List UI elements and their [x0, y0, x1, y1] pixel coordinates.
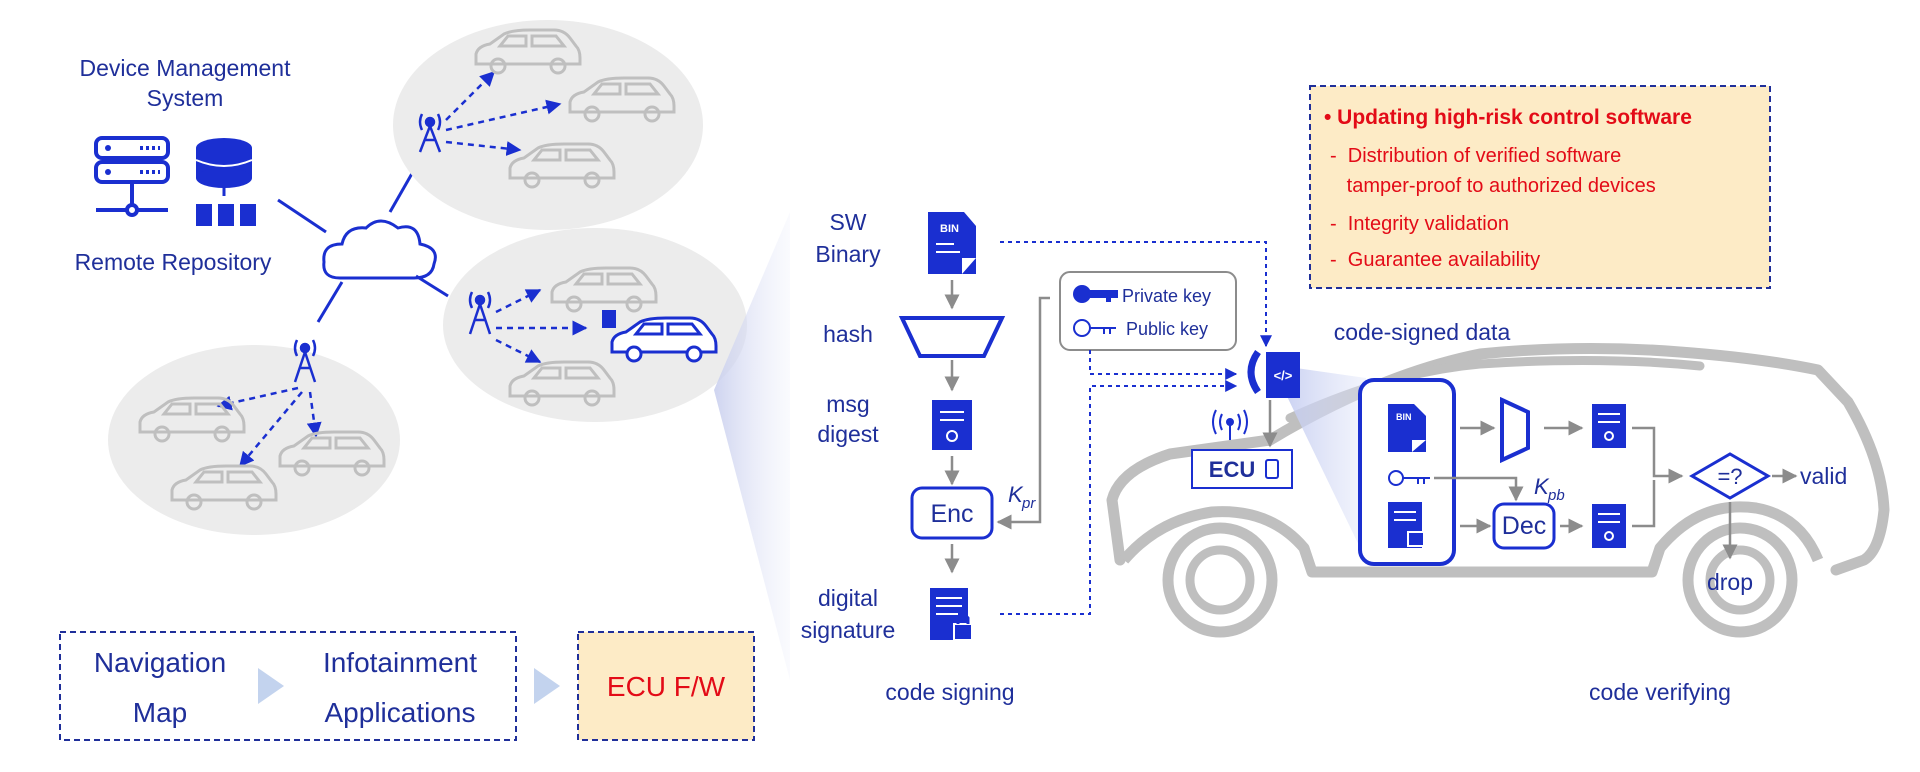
ecu-label: ECU: [1209, 457, 1255, 482]
antenna-icon: [468, 291, 492, 335]
kpr-subscript: pr: [1021, 495, 1036, 512]
pipeline-step2b: Applications: [325, 697, 476, 728]
note-title: • Updating high-risk control software: [1324, 106, 1692, 129]
private-key-icon: [1073, 285, 1118, 303]
svg-text:BIN: BIN: [940, 223, 959, 235]
antenna-icon: [293, 339, 317, 383]
note-item-1: - Distribution of verified software: [1330, 145, 1621, 167]
vehicle-group-middle: [443, 228, 747, 422]
pipeline-step1b: Map: [133, 697, 187, 728]
dec-box: [1492, 502, 1556, 550]
hash-function-icon: [898, 316, 1006, 358]
public-key-icon: [1073, 319, 1116, 337]
kpb-label: K: [1534, 474, 1550, 499]
wireless-icon: [1212, 409, 1248, 440]
requirements-note: • Updating high-risk control software - …: [1309, 85, 1771, 289]
enc-label: Enc: [930, 500, 973, 528]
drop-label: drop: [1707, 569, 1753, 595]
binary-file-icon: BIN: [1388, 404, 1426, 452]
digest-document-icon: [1592, 504, 1626, 548]
compare-label: =?: [1717, 464, 1742, 489]
verify-input-box: [1358, 378, 1456, 566]
note-item-2: tamper-proof to authorized devices: [1330, 175, 1656, 197]
hash-label: hash: [823, 321, 873, 347]
server-icon: [94, 136, 170, 217]
enc-box: [910, 486, 994, 540]
public-key-icon: [1388, 470, 1430, 486]
signature-document-icon: [1388, 502, 1425, 548]
digest-document-icon: [1592, 404, 1626, 448]
code-verifying-section: code-signed data </> ECU BIN: [1191, 319, 1847, 705]
signature-label-2: signature: [801, 617, 896, 643]
chevron-right-icon: [534, 668, 560, 704]
valid-label: valid: [1800, 463, 1847, 489]
code-signing-caption: code signing: [885, 679, 1014, 705]
compare-diamond: [1689, 452, 1771, 500]
signature-document-icon: [930, 588, 973, 641]
kpb-subscript: pb: [1547, 487, 1565, 504]
cloud-links: [277, 169, 449, 323]
private-key-label: Private key: [1122, 286, 1211, 306]
svg-text:</>: </>: [1274, 368, 1293, 383]
pipeline-step2: Infotainment: [323, 647, 477, 678]
sw-binary-label-1: SW: [829, 209, 866, 235]
signature-label-1: digital: [818, 585, 878, 611]
file-icons: [196, 204, 256, 226]
ecu-box: [1191, 449, 1293, 489]
antenna-icon: [418, 113, 442, 153]
device-management-section: Device Management System: [75, 20, 747, 535]
pipeline-step1: Navigation: [94, 647, 226, 678]
binary-file-icon: BIN: [928, 212, 976, 274]
chevron-right-icon: [258, 668, 284, 704]
dec-label: Dec: [1502, 512, 1546, 540]
code-signing-section: SW Binary BIN hash msg digest Enc K pr d…: [801, 209, 1272, 705]
update-pipeline: Navigation Map Infotainment Applications…: [59, 631, 755, 741]
dms-title-line1: Device Management: [80, 55, 292, 81]
signed-data-label: code-signed data: [1334, 319, 1511, 345]
kpr-label: K: [1008, 482, 1024, 507]
note-item-4: - Guarantee availability: [1330, 249, 1540, 271]
msg-digest-label-2: digest: [817, 421, 879, 447]
signed-code-icon: </>: [1247, 349, 1300, 398]
vehicle-group-bottom: [108, 339, 400, 535]
dms-title-line2: System: [147, 85, 224, 111]
code-verifying-caption: code verifying: [1589, 679, 1731, 705]
ecu-fw-box: [577, 631, 755, 741]
pipeline-step3: ECU F/W: [607, 671, 726, 702]
vehicle-group-top: [393, 20, 703, 230]
svg-text:BIN: BIN: [1396, 412, 1412, 422]
digest-document-icon: [932, 400, 972, 450]
remote-repository-label: Remote Repository: [75, 249, 272, 275]
note-item-3: - Integrity validation: [1330, 213, 1509, 235]
hash-function-icon: [1500, 396, 1530, 464]
verify-beam: [1282, 366, 1366, 560]
bin-file-icon: [602, 310, 616, 328]
database-icon: [195, 138, 253, 196]
sw-binary-label-2: Binary: [815, 241, 881, 267]
chip-icon: [1265, 459, 1279, 479]
public-key-label: Public key: [1126, 319, 1208, 339]
msg-digest-label-1: msg: [826, 391, 869, 417]
zoom-beam: [714, 212, 790, 680]
vehicle-outline: [1106, 342, 1890, 638]
cloud-icon: [322, 219, 437, 280]
